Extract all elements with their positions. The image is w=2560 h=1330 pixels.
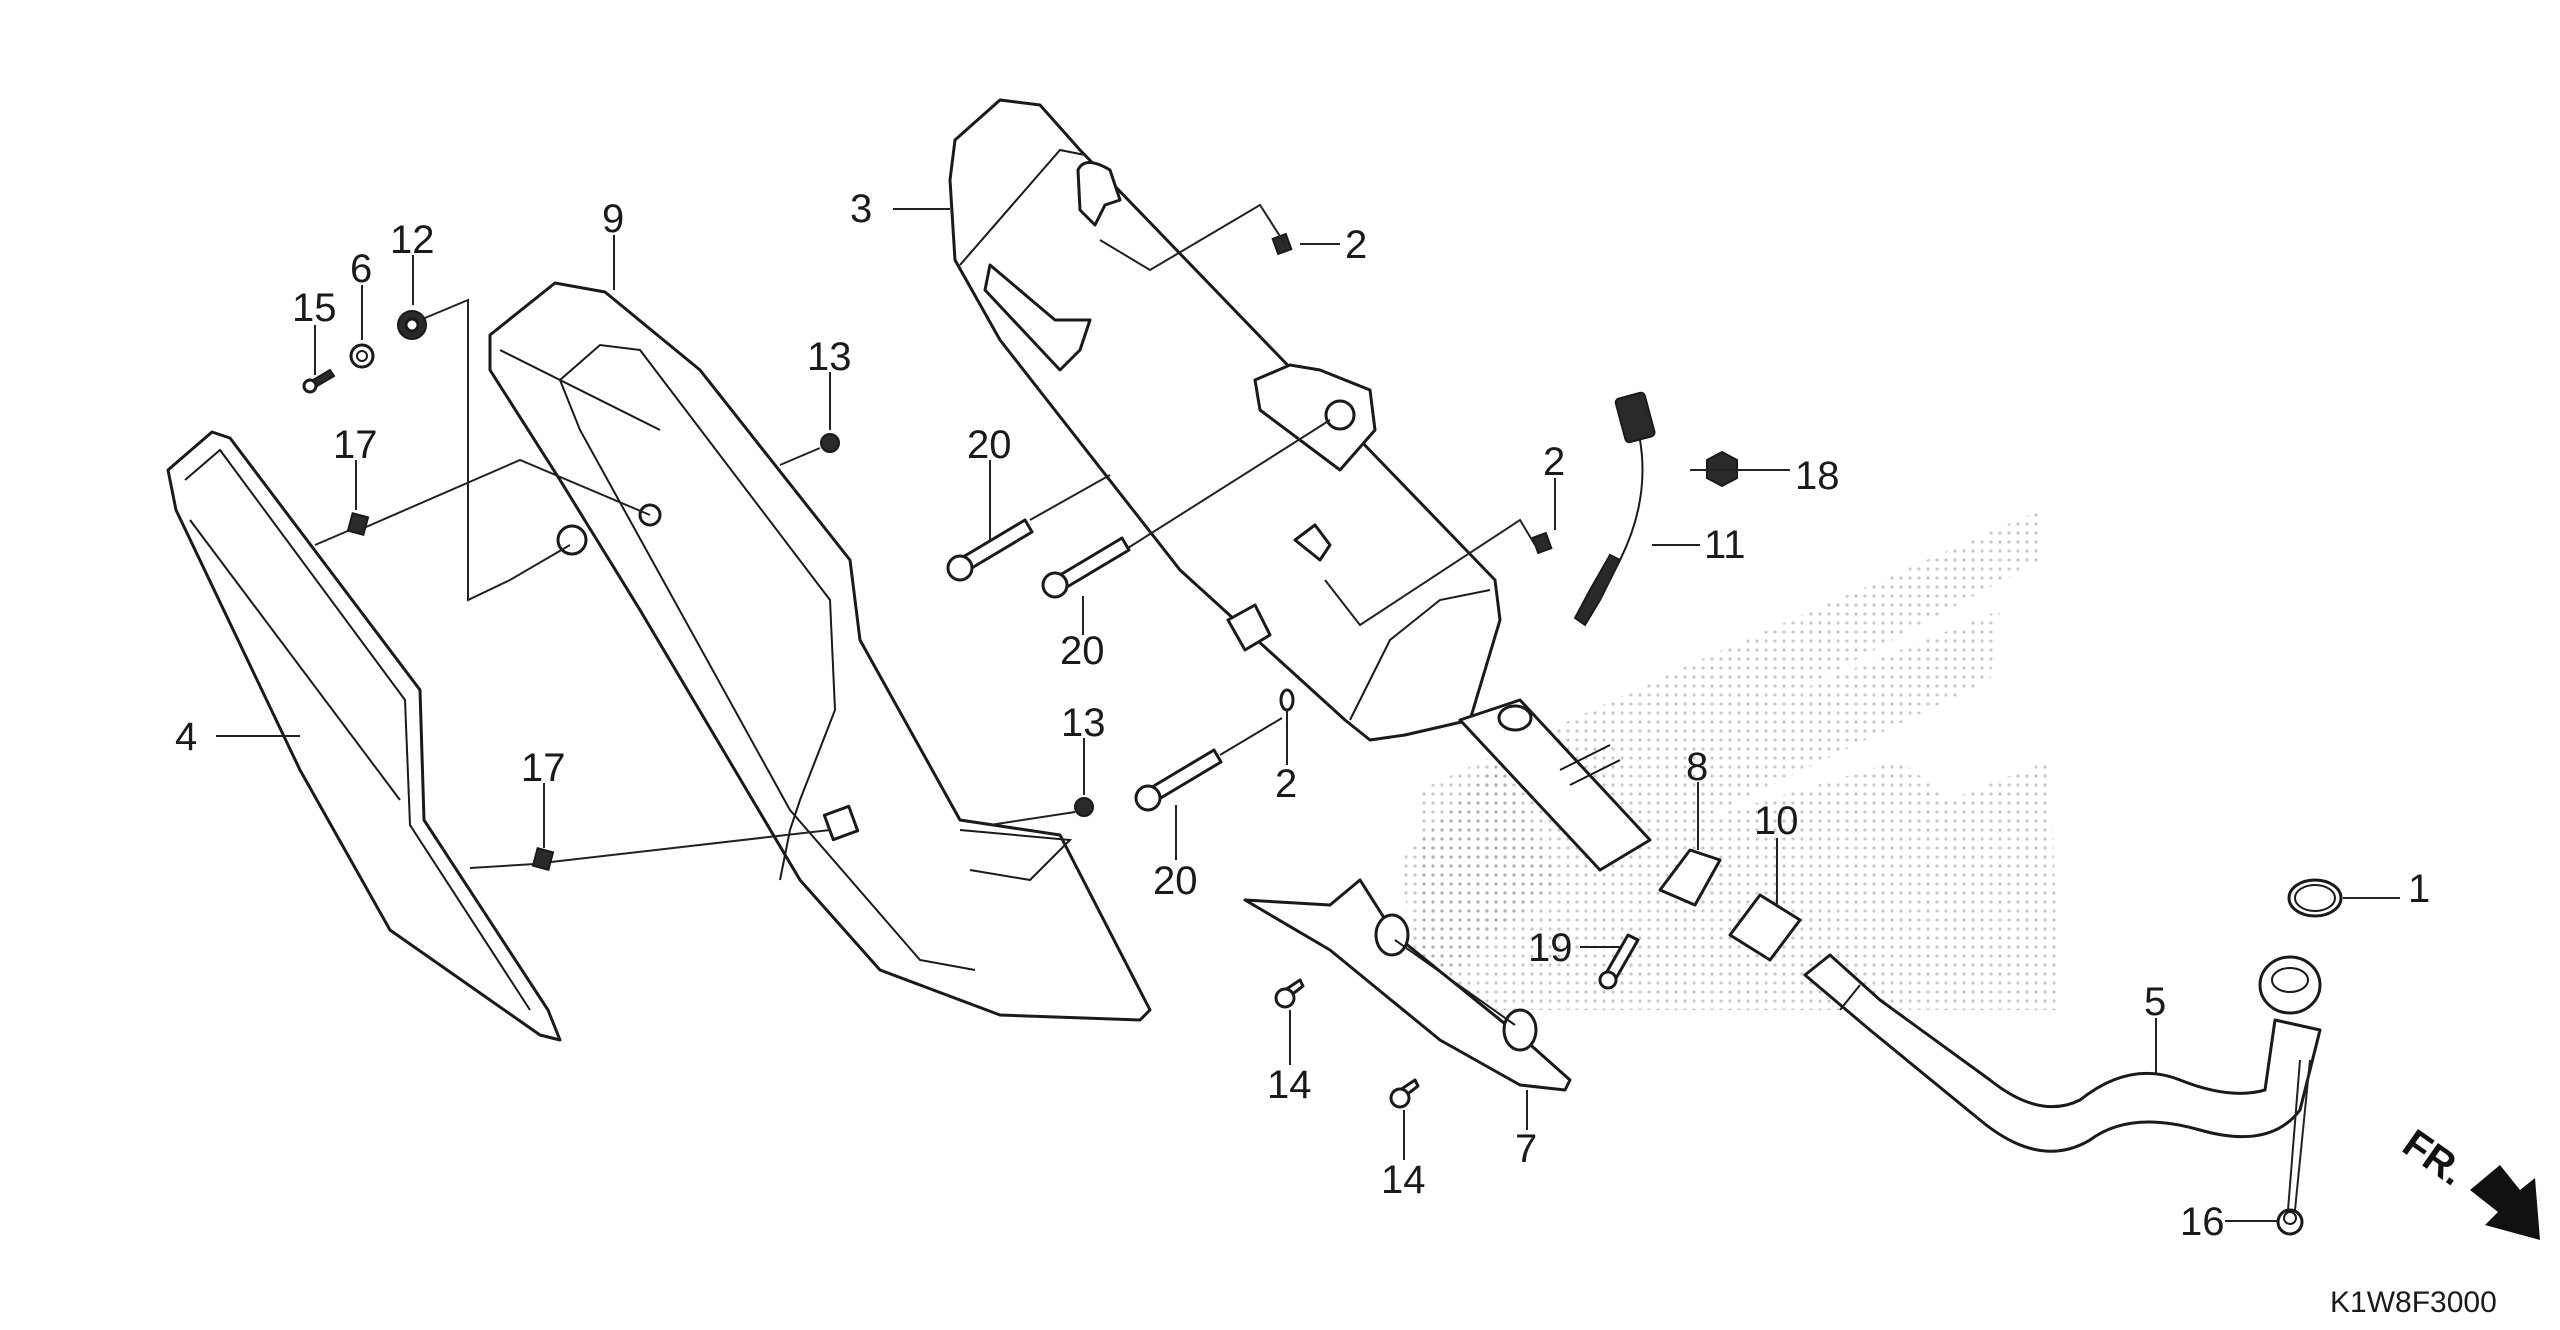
nut-clip-upper[interactable] bbox=[1271, 232, 1293, 256]
screw-upper[interactable] bbox=[820, 433, 840, 453]
callout-labels: 1 2 2 2 3 4 5 6 7 8 9 10 11 12 13 13 14 … bbox=[175, 187, 2430, 1244]
pipe-protector[interactable] bbox=[1243, 878, 1572, 1092]
flange-bolt-middle[interactable] bbox=[1041, 536, 1131, 599]
callout-14-right: 14 bbox=[1381, 1158, 1426, 1202]
clip-nut-upper[interactable] bbox=[346, 512, 370, 536]
callout-10: 10 bbox=[1754, 799, 1799, 843]
bolt-left[interactable] bbox=[1274, 978, 1305, 1009]
o2-sensor[interactable] bbox=[1573, 391, 1656, 627]
nut-clip-middle[interactable] bbox=[1531, 531, 1553, 555]
callout-6: 6 bbox=[350, 247, 372, 291]
callout-20-upper: 20 bbox=[967, 423, 1012, 467]
band[interactable] bbox=[1658, 848, 1722, 907]
callout-8: 8 bbox=[1686, 745, 1708, 789]
nut-clip-lower[interactable] bbox=[1279, 688, 1295, 712]
callout-11: 11 bbox=[1704, 523, 1746, 567]
exhaust-pipe[interactable] bbox=[1803, 953, 2322, 1153]
washer[interactable] bbox=[349, 343, 375, 369]
callout-3: 3 bbox=[850, 187, 872, 231]
callout-20-lower: 20 bbox=[1153, 859, 1198, 903]
callout-12: 12 bbox=[390, 218, 435, 262]
callout-17-lower: 17 bbox=[521, 746, 566, 790]
screw-lower[interactable] bbox=[1074, 797, 1094, 817]
callout-1: 1 bbox=[2408, 867, 2430, 911]
bolt-right[interactable] bbox=[1389, 1078, 1420, 1109]
front-arrow-icon bbox=[2470, 1165, 2540, 1240]
fasteners bbox=[302, 232, 2304, 1236]
clip-nut-lower[interactable] bbox=[531, 847, 555, 871]
joint-gasket[interactable] bbox=[1728, 893, 1802, 962]
callout-5: 5 bbox=[2144, 980, 2166, 1024]
callout-4: 4 bbox=[175, 715, 197, 759]
callout-2-upper: 2 bbox=[1345, 223, 1367, 267]
muffler[interactable] bbox=[948, 98, 1652, 872]
cap-nut[interactable] bbox=[2276, 1208, 2304, 1236]
outer-muffler-cover[interactable] bbox=[166, 430, 562, 1042]
callout-16: 16 bbox=[2180, 1200, 2225, 1244]
callout-15: 15 bbox=[292, 286, 337, 330]
callout-2-lower: 2 bbox=[1275, 762, 1297, 806]
callout-19: 19 bbox=[1528, 926, 1573, 970]
small-screw[interactable] bbox=[302, 368, 336, 394]
callout-14-left: 14 bbox=[1267, 1063, 1312, 1107]
flange-bolt-lower[interactable] bbox=[1134, 748, 1223, 812]
rubber-grommet[interactable] bbox=[397, 310, 427, 340]
callout-9: 9 bbox=[602, 197, 624, 241]
callout-7: 7 bbox=[1515, 1127, 1537, 1171]
band-bolt[interactable] bbox=[1598, 933, 1640, 990]
callout-13-lower: 13 bbox=[1061, 701, 1106, 745]
flange-bolt-upper[interactable] bbox=[946, 518, 1034, 582]
callout-18: 18 bbox=[1795, 454, 1840, 498]
leader-lines bbox=[216, 203, 2400, 1222]
front-direction-indicator: FR. bbox=[2395, 1121, 2540, 1240]
callout-13-upper: 13 bbox=[807, 335, 852, 379]
diagram-code: K1W8F3000 bbox=[2330, 1286, 2497, 1319]
wing-logo-watermark bbox=[1400, 510, 2060, 1010]
callout-20-middle: 20 bbox=[1060, 629, 1105, 673]
gasket-ring[interactable] bbox=[2287, 878, 2343, 918]
callout-2-middle: 2 bbox=[1543, 440, 1565, 484]
fr-label: FR. bbox=[2395, 1121, 2473, 1194]
callout-17-upper: 17 bbox=[333, 423, 378, 467]
